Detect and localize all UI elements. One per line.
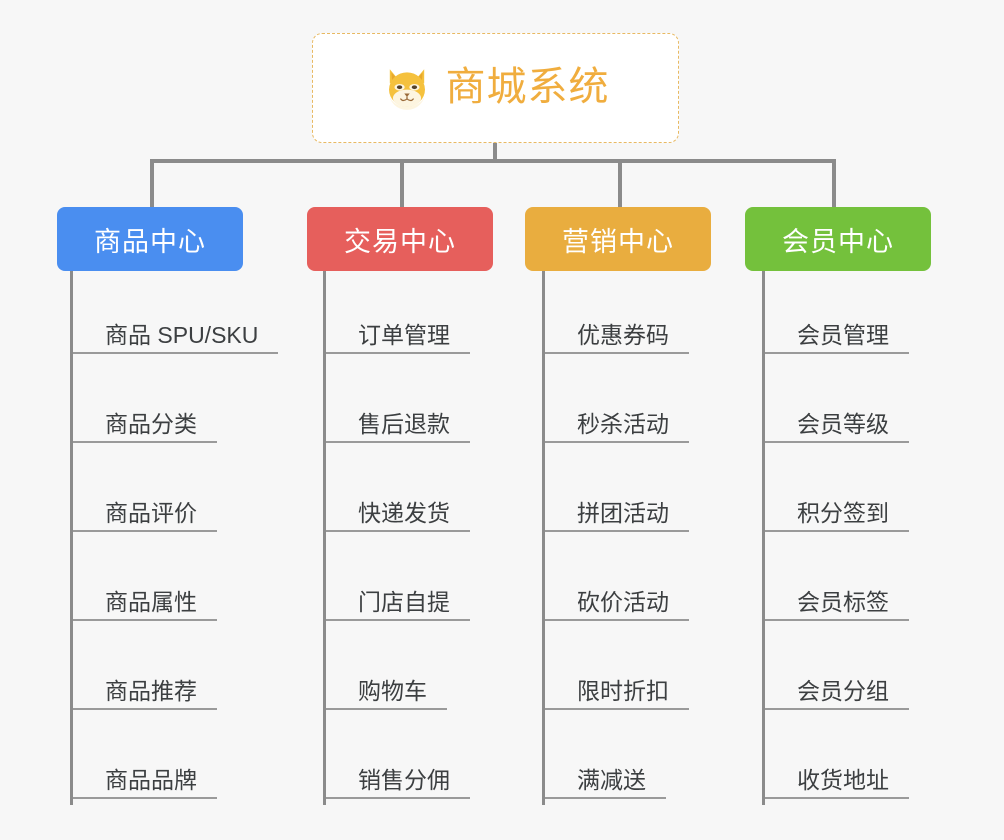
leaf-label: 商品评价 [73,501,217,532]
list-item[interactable]: 商品分类 [70,360,300,449]
branch-label-1: 商品中心 [94,226,206,257]
leaf-label: 收货地址 [765,768,909,799]
leaf-label: 秒杀活动 [545,412,689,443]
connector-drop-3 [618,159,622,209]
list-item[interactable]: 优惠券码 [542,271,772,360]
root-title: 商城系统 [445,64,610,109]
leaf-column-1: 商品 SPU/SKU 商品分类 商品评价 商品属性 商品推荐 商品品牌 [70,271,300,805]
connector-drop-2 [400,159,404,209]
list-item[interactable]: 售后退款 [323,360,553,449]
connector-root-trunk [493,143,497,163]
leaf-label: 销售分佣 [326,768,470,799]
list-item[interactable]: 收货地址 [762,716,992,805]
root-node[interactable]: 商城系统 [312,33,679,143]
connector-horizontal-bus [150,159,836,163]
list-item[interactable]: 拼团活动 [542,449,772,538]
leaf-label: 拼团活动 [545,501,689,532]
leaf-label: 会员管理 [765,323,909,354]
branch-box-1[interactable]: 商品中心 [57,207,243,271]
list-item[interactable]: 会员标签 [762,538,992,627]
list-item[interactable]: 商品 SPU/SKU [70,271,300,360]
leaf-label: 会员等级 [765,412,909,443]
list-item[interactable]: 会员分组 [762,627,992,716]
leaf-label: 会员分组 [765,679,909,710]
leaf-label: 限时折扣 [545,679,689,710]
leaf-label: 满减送 [545,768,666,799]
list-item[interactable]: 商品推荐 [70,627,300,716]
branch-label-2: 交易中心 [344,226,456,257]
list-item[interactable]: 积分签到 [762,449,992,538]
leaf-column-3: 优惠券码 秒杀活动 拼团活动 砍价活动 限时折扣 满减送 [542,271,772,805]
list-item[interactable]: 会员管理 [762,271,992,360]
leaf-label: 门店自提 [326,590,470,621]
leaf-column-2: 订单管理 售后退款 快递发货 门店自提 购物车 销售分佣 [323,271,553,805]
branch-label-4: 会员中心 [782,226,894,257]
list-item[interactable]: 商品属性 [70,538,300,627]
leaf-label: 优惠券码 [545,323,689,354]
leaf-label: 商品推荐 [73,679,217,710]
list-item[interactable]: 会员等级 [762,360,992,449]
list-item[interactable]: 快递发货 [323,449,553,538]
leaf-label: 积分签到 [765,501,909,532]
list-item[interactable]: 砍价活动 [542,538,772,627]
leaf-label: 售后退款 [326,412,470,443]
list-item[interactable]: 购物车 [323,627,553,716]
leaf-label: 商品 SPU/SKU [73,323,279,354]
leaf-label: 商品品牌 [73,768,217,799]
branch-box-4[interactable]: 会员中心 [745,207,931,271]
list-item[interactable]: 商品品牌 [70,716,300,805]
leaf-label: 订单管理 [326,323,470,354]
connector-drop-4 [832,159,836,209]
branch-box-3[interactable]: 营销中心 [525,207,711,271]
leaf-label: 购物车 [326,679,447,710]
branch-label-3: 营销中心 [562,226,674,257]
branch-box-2[interactable]: 交易中心 [307,207,493,271]
connector-drop-1 [150,159,154,209]
leaf-label: 快递发货 [326,501,470,532]
leaf-column-4: 会员管理 会员等级 积分签到 会员标签 会员分组 收货地址 [762,271,992,805]
list-item[interactable]: 满减送 [542,716,772,805]
leaf-label: 商品分类 [73,412,217,443]
list-item[interactable]: 销售分佣 [323,716,553,805]
leaf-label: 砍价活动 [545,590,689,621]
leaf-label: 会员标签 [765,590,909,621]
list-item[interactable]: 门店自提 [323,538,553,627]
list-item[interactable]: 限时折扣 [542,627,772,716]
list-item[interactable]: 秒杀活动 [542,360,772,449]
list-item[interactable]: 订单管理 [323,271,553,360]
shiba-dog-icon [388,69,425,110]
list-item[interactable]: 商品评价 [70,449,300,538]
leaf-label: 商品属性 [73,590,217,621]
